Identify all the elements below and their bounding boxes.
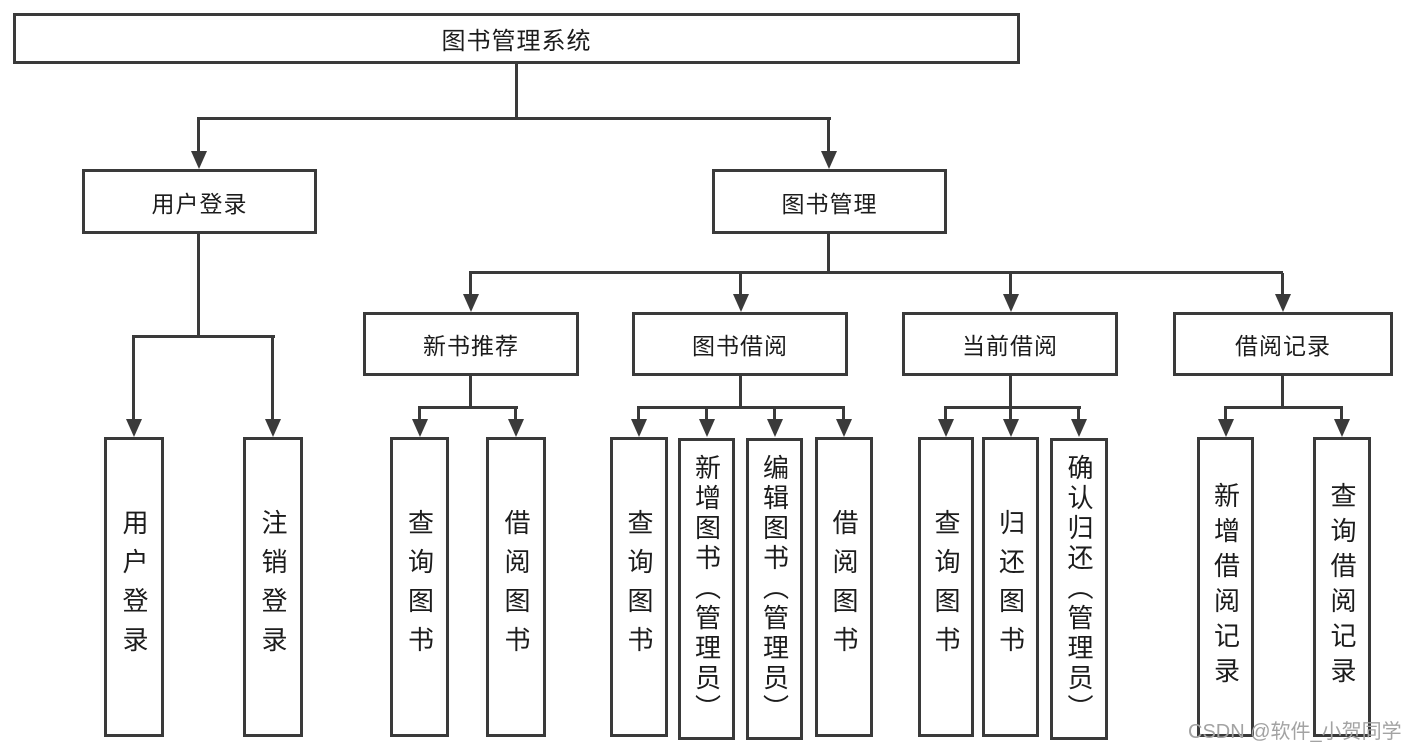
stem [705,408,708,420]
node-label: 借阅记录 [1235,333,1331,359]
arrow-to-borrow-records [1275,294,1291,312]
leaf-bb-borrow-books: 借阅图书 [815,437,873,737]
stem [773,408,776,420]
connector-book-borrow-drop [739,273,742,295]
stem [1009,408,1012,420]
node-label: 新增借阅记录 [1210,482,1241,692]
node-book-management: 图书管理 [712,169,947,234]
connector-current-borrow-hline [944,406,1081,409]
leaf-cb-confirm-return-admin: 确认归还（管理员） [1050,438,1108,740]
node-label: 图书管理系统 [441,28,592,55]
node-label: 新增图书（管理员） [691,454,722,724]
connector-borrow-records-drop [1281,273,1284,295]
node-book-borrowing: 图书借阅 [632,312,848,376]
leaf-cb-query-books: 查询图书 [918,437,974,737]
arrow-to-book-mgmt [821,151,837,169]
connector-current-borrow-drop [1009,273,1012,295]
leaf-cb-return-books: 归还图书 [982,437,1039,737]
connector-new-book-drop [469,273,472,295]
leaf-rec-query-books: 查询图书 [390,437,449,737]
connector-login-leaf-drop [132,337,135,420]
node-user-login: 用户登录 [82,169,317,234]
arrow-to-bb-borrow [836,419,852,437]
stem [1077,408,1080,420]
node-label: 编辑图书（管理员） [759,454,790,724]
leaf-bb-query-books: 查询图书 [610,437,668,737]
arrow-to-leaf-logout [265,419,281,437]
arrow-to-bb-add [699,419,715,437]
node-label: 用户登录 [119,509,149,665]
connector-book-borrow-stem [739,375,742,408]
connector-book-mgmt-drop [827,119,830,152]
stem [842,408,845,420]
node-label: 新书推荐 [423,333,519,359]
node-label: 查询图书 [404,509,435,665]
arrow-to-rec-borrow [508,419,524,437]
node-label: 注销登录 [258,509,288,665]
stem [944,408,947,420]
arrow-to-rec-query [412,419,428,437]
arrow-to-user-login [191,151,207,169]
leaf-br-query-record: 查询借阅记录 [1313,437,1371,737]
connector-user-login-stem [197,233,200,337]
stem [1224,408,1227,420]
node-label: 用户登录 [151,190,248,217]
node-label: 借阅图书 [829,509,859,665]
stem [514,408,517,420]
node-label: 归还图书 [995,509,1026,665]
connector-new-book-hline [418,406,518,409]
stem [418,408,421,420]
leaf-bb-add-books-admin: 新增图书（管理员） [678,438,735,740]
leaf-bb-edit-books-admin: 编辑图书（管理员） [746,438,803,740]
node-label: 当前借阅 [962,333,1058,359]
arrow-to-cb-confirm [1071,419,1087,437]
arrow-to-br-add [1218,419,1234,437]
node-label: 图书管理 [781,190,878,217]
arrow-to-bb-edit [767,419,783,437]
connector-current-borrow-stem [1009,375,1012,408]
node-new-book-recommend: 新书推荐 [363,312,579,376]
connector-logout-leaf-drop [271,337,274,420]
arrow-to-cb-query [938,419,954,437]
node-borrowing-records: 借阅记录 [1173,312,1393,376]
connector-borrow-records-hline [1224,406,1343,409]
connector-new-book-stem [469,375,472,408]
connector-level2-hline [469,271,1283,274]
leaf-user-login: 用户登录 [104,437,164,737]
node-library-management-system: 图书管理系统 [13,13,1020,64]
node-current-borrowing: 当前借阅 [902,312,1118,376]
arrow-to-leaf-user-login [126,419,142,437]
node-label: 借阅图书 [501,509,531,665]
leaf-rec-borrow-books: 借阅图书 [486,437,546,737]
node-label: 确认归还（管理员） [1064,454,1094,724]
connector-user-login-drop [197,119,200,152]
arrow-to-bb-query [631,419,647,437]
arrow-to-br-query [1334,419,1350,437]
connector-borrow-records-stem [1281,375,1284,408]
connector-level1-hline [197,117,831,120]
connector-root-stem [515,63,518,119]
node-label: 查询图书 [931,509,961,665]
connector-book-mgmt-stem [827,233,830,272]
node-label: 查询借阅记录 [1327,482,1357,692]
connector-user-login-hline [132,335,275,338]
arrow-to-cb-return [1003,419,1019,437]
stem [1340,408,1343,420]
node-label: 查询图书 [624,509,654,665]
csdn-watermark: CSDN @软件_小贺同学 [1188,721,1402,743]
arrow-to-current-borrow [1003,294,1019,312]
node-label: 图书借阅 [692,333,788,359]
arrow-to-new-book-rec [463,294,479,312]
leaf-logout: 注销登录 [243,437,303,737]
arrow-to-book-borrow [733,294,749,312]
stem [637,408,640,420]
leaf-br-add-record: 新增借阅记录 [1197,437,1254,737]
connector-book-borrow-hline [637,406,845,409]
